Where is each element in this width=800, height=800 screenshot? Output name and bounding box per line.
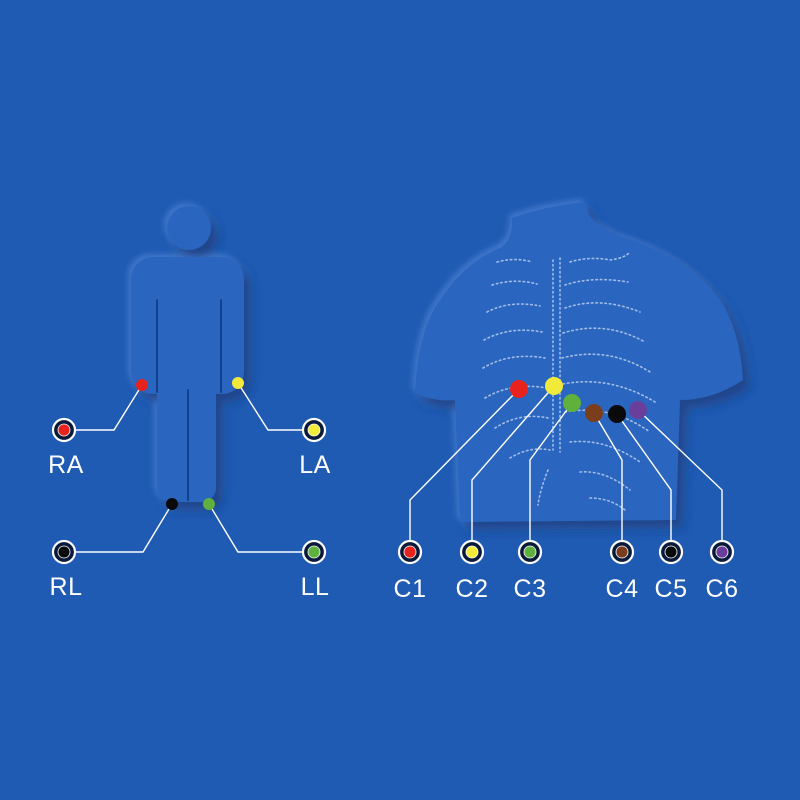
- rib-line: [561, 353, 651, 373]
- label-ra: RA: [48, 451, 84, 479]
- lead-wire-la: [237, 382, 314, 431]
- label-rl: RL: [49, 573, 83, 601]
- rib-line: [569, 440, 641, 463]
- rib-line: [562, 327, 646, 343]
- rib-line: [564, 302, 641, 313]
- lead-wire-rl: [64, 503, 173, 553]
- rib-line: [569, 251, 631, 263]
- figure-outlines: [156, 299, 222, 501]
- label-c6: C6: [705, 575, 739, 603]
- electrode-c3: [563, 394, 581, 412]
- lead-wire-c5: [616, 413, 672, 552]
- lead-connectors: [51, 417, 735, 565]
- label-c2: C2: [455, 575, 489, 603]
- label-la: LA: [299, 451, 331, 479]
- rib-line: [589, 497, 626, 511]
- rib-line: [509, 448, 551, 459]
- electrode-ll: [203, 498, 215, 510]
- connector-dot-ll: [307, 545, 321, 559]
- label-c4: C4: [605, 575, 639, 603]
- electrode-rl: [166, 498, 178, 510]
- connector-dot-c2: [465, 545, 479, 559]
- lead-wires: [64, 382, 723, 553]
- rib-line: [564, 278, 629, 286]
- rib-line: [494, 415, 549, 429]
- connector-dot-c5: [664, 545, 678, 559]
- electrode-dots: [136, 377, 647, 510]
- label-ll: LL: [300, 573, 330, 601]
- connector-dot-c6: [715, 545, 729, 559]
- lead-wire-c3: [529, 402, 573, 552]
- electrode-la: [232, 377, 244, 389]
- figure-head: [167, 206, 211, 250]
- rib-line: [579, 471, 631, 491]
- rib-line: [491, 280, 538, 286]
- rib-line: [486, 303, 541, 313]
- electrode-c1: [510, 380, 528, 398]
- electrode-c2: [545, 377, 563, 395]
- lead-wire-c1: [409, 388, 520, 552]
- lead-wire-ra: [64, 384, 143, 431]
- connector-dot-c3: [523, 545, 537, 559]
- connector-dot-rl: [57, 545, 71, 559]
- label-c1: C1: [393, 575, 427, 603]
- rib-line: [483, 329, 543, 341]
- lead-wire-c4: [593, 412, 623, 552]
- electrode-c6: [629, 401, 647, 419]
- spine-line: [537, 469, 549, 506]
- connector-dot-ra: [57, 423, 71, 437]
- body-figure: [131, 206, 244, 502]
- electrode-c5: [608, 405, 626, 423]
- figure-legs: [157, 330, 216, 502]
- connector-dot-c4: [615, 545, 629, 559]
- label-c5: C5: [654, 575, 688, 603]
- electrode-c4: [585, 404, 603, 422]
- connector-dot-c1: [403, 545, 417, 559]
- lead-wire-ll: [208, 503, 314, 553]
- torso-shape: [415, 202, 743, 522]
- electrode-ra: [136, 379, 148, 391]
- rib-line: [482, 355, 546, 369]
- lead-wire-c6: [637, 409, 723, 552]
- torso-figure: [415, 202, 743, 522]
- connector-dot-la: [307, 423, 321, 437]
- lead-wire-c2: [471, 385, 555, 552]
- label-c3: C3: [513, 575, 547, 603]
- rib-line: [562, 381, 656, 403]
- rib-line: [496, 258, 533, 263]
